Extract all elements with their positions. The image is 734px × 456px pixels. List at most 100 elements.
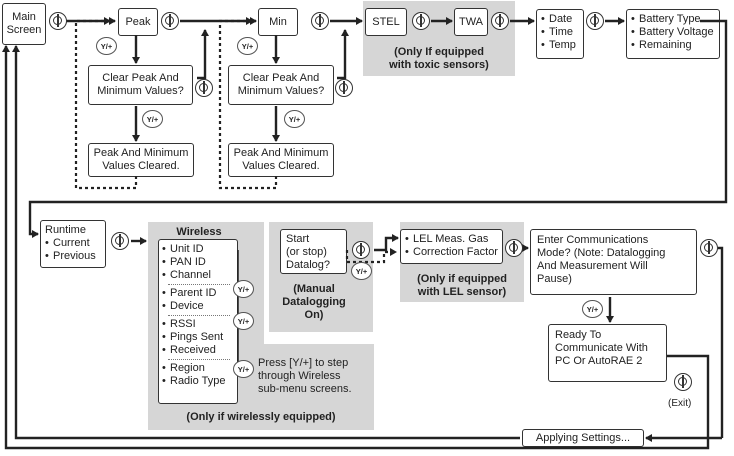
twa-box: TWA <box>454 8 488 36</box>
peak-box: Peak <box>118 8 158 36</box>
list-item: LEL Meas. Gas <box>405 233 498 246</box>
applying-settings-label: Applying Settings... <box>535 431 631 444</box>
exit-label: (Exit) <box>668 398 692 409</box>
lel-note: (Only if equipped with LEL sensor) <box>417 273 507 298</box>
y-plus-button-icon: Y/+ <box>284 110 305 128</box>
main-screen-label: Main Screen <box>6 11 42 36</box>
cleared-box-2: Peak And Minimum Values Cleared. <box>228 143 334 177</box>
cleared-label: Peak And Minimum Values Cleared. <box>93 147 189 172</box>
comm-mode-label: Enter Communications Mode? (Note: Datalo… <box>537 234 666 285</box>
main-screen-box: Main Screen <box>2 3 46 45</box>
date-time-temp-list: Date Time Temp <box>541 13 579 52</box>
y-plus-label: Y/+ <box>100 41 113 51</box>
comm-mode-box: Enter Communications Mode? (Note: Datalo… <box>530 229 697 295</box>
min-box: Min <box>258 8 298 36</box>
press-instruction: Press [Y/+] to step through Wireless sub… <box>258 357 352 395</box>
list-item: Correction Factor <box>405 246 498 259</box>
mode-power-icon <box>161 12 179 30</box>
list-item: Received <box>162 344 234 357</box>
list-item: Remaining <box>631 39 715 52</box>
separator <box>168 359 230 360</box>
wireless-list-3: RSSI Pings Sent Received <box>162 318 234 357</box>
mode-power-icon <box>352 241 370 259</box>
list-item: Time <box>541 26 579 39</box>
wireless-list-4: Region Radio Type <box>162 362 234 388</box>
list-item: Battery Type <box>631 13 715 26</box>
list-item: Pings Sent <box>162 331 234 344</box>
y-plus-button-icon: Y/+ <box>96 37 117 55</box>
clear-peak-box-2: Clear Peak And Minimum Values? <box>228 65 334 105</box>
clear-peak-label: Clear Peak And Minimum Values? <box>97 72 184 97</box>
separator <box>168 284 230 285</box>
y-plus-label: Y/+ <box>355 266 368 276</box>
mode-power-icon <box>111 232 129 250</box>
list-item: PAN ID <box>162 256 234 269</box>
y-plus-label: Y/+ <box>237 284 250 294</box>
list-item: RSSI <box>162 318 234 331</box>
battery-box: Battery Type Battery Voltage Remaining <box>626 9 720 59</box>
y-plus-button-icon: Y/+ <box>233 312 254 330</box>
list-item: Previous <box>45 250 101 263</box>
y-plus-button-icon: Y/+ <box>233 360 254 378</box>
list-item: Current <box>45 237 101 250</box>
mode-power-icon <box>586 12 604 30</box>
list-item: Device <box>162 300 234 313</box>
y-plus-label: Y/+ <box>586 304 599 314</box>
stel-box: STEL <box>365 8 407 36</box>
mode-power-icon <box>311 12 329 30</box>
applying-settings-box: Applying Settings... <box>522 429 644 447</box>
runtime-box: Runtime Current Previous <box>40 220 106 268</box>
y-plus-button-icon: Y/+ <box>582 300 603 318</box>
mode-power-icon <box>412 12 430 30</box>
y-plus-button-icon: Y/+ <box>233 280 254 298</box>
wireless-note: (Only if wirelessly equipped) <box>186 411 336 423</box>
mode-power-icon <box>195 79 213 97</box>
y-plus-label: Y/+ <box>237 364 250 374</box>
start-datalog-label: Start (or stop) Datalog? <box>286 233 331 271</box>
mode-power-icon <box>505 239 523 257</box>
mode-power-icon <box>49 12 67 30</box>
ready-comm-box: Ready To Communicate With PC Or AutoRAE … <box>548 324 667 382</box>
wireless-title: Wireless <box>176 226 222 238</box>
list-item: Battery Voltage <box>631 26 715 39</box>
y-plus-label: Y/+ <box>288 114 301 124</box>
mode-power-icon <box>491 12 509 30</box>
y-plus-button-icon: Y/+ <box>351 262 372 280</box>
stel-label: STEL <box>372 15 400 28</box>
runtime-list: Current Previous <box>45 237 101 263</box>
list-item: Region <box>162 362 234 375</box>
twa-label: TWA <box>458 15 484 28</box>
runtime-title: Runtime <box>45 224 86 236</box>
ready-comm-label: Ready To Communicate With PC Or AutoRAE … <box>555 329 648 367</box>
wireless-box: Unit ID PAN ID Channel Parent ID Device … <box>158 239 238 404</box>
start-datalog-box: Start (or stop) Datalog? <box>280 229 347 274</box>
date-time-temp-box: Date Time Temp <box>536 9 584 59</box>
y-plus-label: Y/+ <box>237 316 250 326</box>
lel-box: LEL Meas. Gas Correction Factor <box>400 229 503 264</box>
clear-peak-label: Clear Peak And Minimum Values? <box>237 72 325 97</box>
battery-list: Battery Type Battery Voltage Remaining <box>631 13 715 52</box>
separator <box>168 315 230 316</box>
clear-peak-box-1: Clear Peak And Minimum Values? <box>88 65 193 105</box>
mode-power-icon <box>674 373 692 391</box>
list-item: Unit ID <box>162 243 234 256</box>
mode-power-icon <box>335 79 353 97</box>
mode-power-icon <box>700 239 718 257</box>
wireless-list-2: Parent ID Device <box>162 287 234 313</box>
list-item: Parent ID <box>162 287 234 300</box>
list-item: Radio Type <box>162 375 234 388</box>
wireless-list-1: Unit ID PAN ID Channel <box>162 243 234 282</box>
min-label: Min <box>269 15 287 28</box>
lel-list: LEL Meas. Gas Correction Factor <box>405 233 498 259</box>
cleared-box-1: Peak And Minimum Values Cleared. <box>88 143 194 177</box>
y-plus-label: Y/+ <box>146 114 159 124</box>
peak-label: Peak <box>125 15 151 28</box>
manual-datalog-note: (Manual Datalogging On) <box>282 283 346 321</box>
list-item: Date <box>541 13 579 26</box>
cleared-label: Peak And Minimum Values Cleared. <box>233 147 329 172</box>
toxic-sensor-note: (Only If equipped with toxic sensors) <box>389 46 489 71</box>
list-item: Temp <box>541 39 579 52</box>
y-plus-label: Y/+ <box>241 41 254 51</box>
y-plus-button-icon: Y/+ <box>237 37 258 55</box>
list-item: Channel <box>162 269 234 282</box>
